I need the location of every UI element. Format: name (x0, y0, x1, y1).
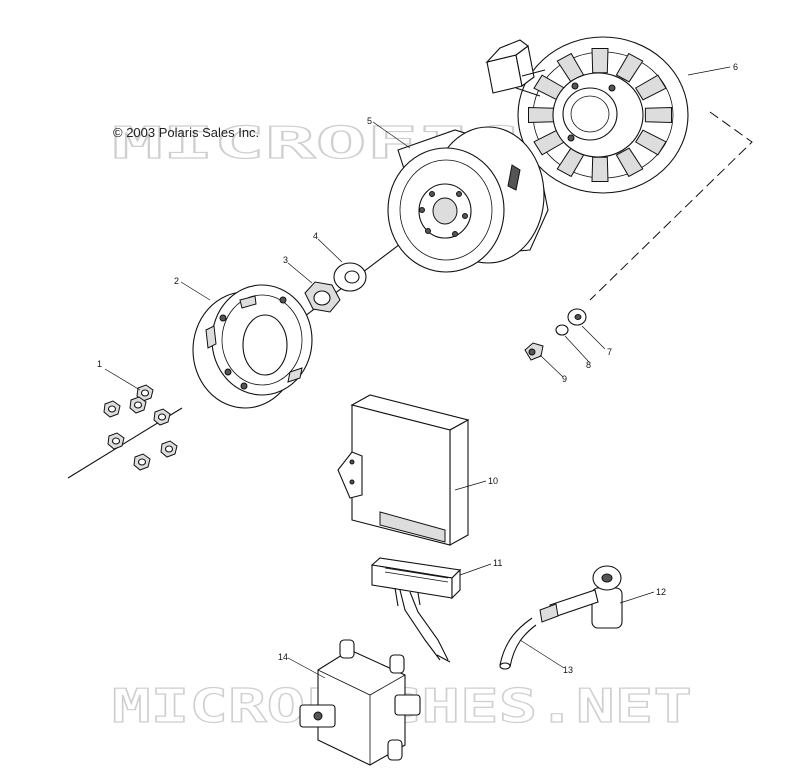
callout-9: 9 (562, 374, 567, 384)
stator-tooth (615, 147, 644, 178)
part-2-starter-cup (192, 284, 313, 409)
callout-1: 1 (97, 359, 102, 369)
part-3-nut (304, 281, 341, 313)
part-6-stator (485, 36, 689, 194)
callout-13: 13 (563, 665, 573, 675)
leader-lines (104, 66, 731, 679)
stator-tooth (615, 52, 644, 83)
stator-tooth (528, 106, 556, 124)
stator-tooth (644, 106, 672, 124)
callout-2: 2 (174, 276, 179, 286)
callout-12: 12 (656, 587, 666, 597)
callout-6: 6 (733, 62, 738, 72)
part-11-connector (370, 557, 462, 663)
part-9-screw (524, 342, 544, 361)
part-7-washer (567, 308, 587, 326)
callout-3: 3 (283, 255, 288, 265)
callout-8: 8 (586, 360, 591, 370)
callout-5: 5 (367, 116, 372, 126)
callout-10: 10 (488, 476, 498, 486)
part-8-lock-washer (555, 324, 569, 336)
callout-4: 4 (313, 231, 318, 241)
part-4-washer (333, 262, 367, 292)
callout-labels: 1 2 3 4 5 6 7 8 9 10 11 12 13 14 (97, 62, 738, 675)
stator-tooth (635, 74, 667, 101)
part-13-ignition-wire (499, 617, 537, 670)
copyright-text: © 2003 Polaris Sales Inc. (113, 125, 259, 140)
part-1-bolts (103, 384, 178, 471)
callout-7: 7 (607, 347, 612, 357)
callout-14: 14 (278, 652, 288, 662)
stator-tooth (591, 48, 609, 74)
part-5-flywheel (387, 126, 549, 273)
part-10-cdi-module (337, 394, 470, 546)
stator-tooth (635, 129, 667, 156)
stator-tooth (591, 156, 609, 182)
part-14-ignition-coil (299, 639, 421, 766)
part-12-spark-plug-cap (539, 565, 623, 629)
callout-11: 11 (493, 558, 502, 568)
